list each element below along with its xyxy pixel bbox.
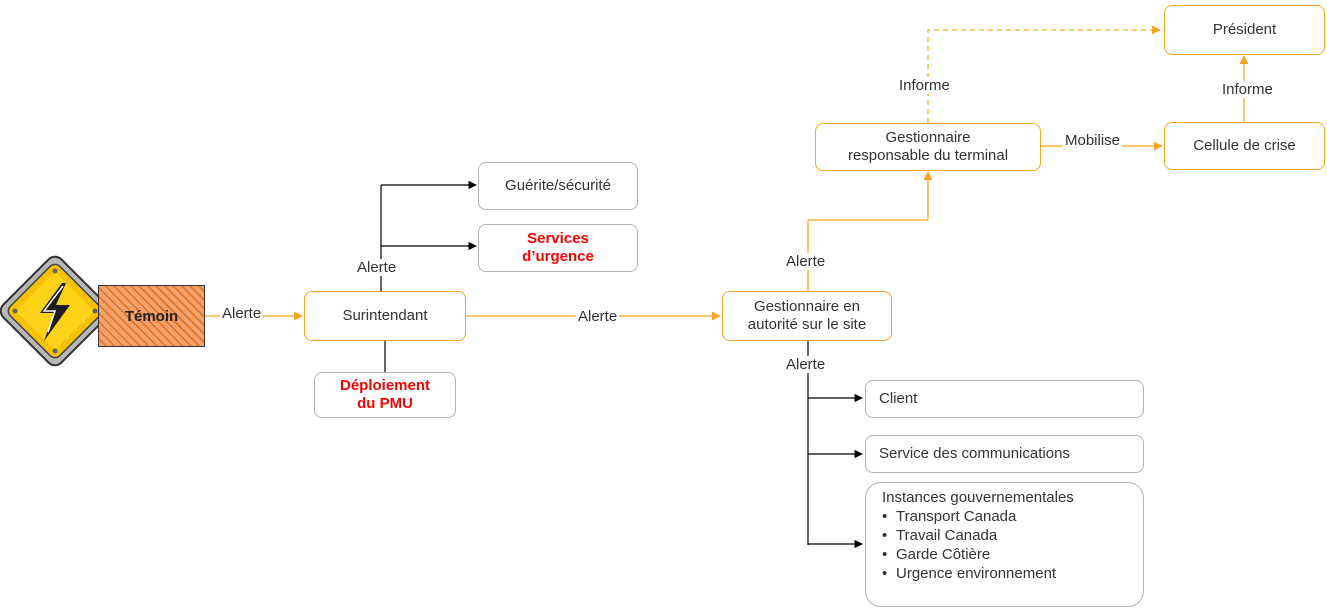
edge-label-terminal-cellule: Mobilise — [1063, 132, 1123, 149]
instances-item: Garde Côtière — [882, 545, 1143, 564]
cellule-crise-box: Cellule de crise — [1164, 122, 1325, 170]
guerite-label: Guérite/sécurité — [505, 177, 611, 194]
temoin-box: Témoin — [98, 285, 205, 347]
client-box: Client — [865, 380, 1144, 418]
deploiement-box: Déploiement du PMU — [314, 372, 456, 418]
edge-label-terminal-president: Informe — [897, 77, 952, 94]
gestionnaire-terminal-box: Gestionnaire responsable du terminal — [815, 123, 1041, 171]
temoin-label: Témoin — [124, 307, 179, 325]
gestionnaire-site-label: Gestionnaire en autorité sur le site — [747, 298, 867, 333]
gestionnaire-terminal-label: Gestionnaire responsable du terminal — [847, 129, 1009, 164]
client-label: Client — [879, 390, 918, 407]
edge-label-gestionnaire-down: Alerte — [784, 356, 828, 373]
edge-label-temoin-surintendant: Alerte — [220, 305, 264, 322]
edge-terminal-president — [927, 25, 1161, 123]
services-urgence-label: Services d’urgence — [522, 230, 594, 265]
deploiement-label: Déploiement du PMU — [339, 377, 430, 412]
president-box: Président — [1164, 5, 1325, 55]
surintendant-label: Surintendant — [342, 307, 428, 324]
instances-item: Transport Canada — [882, 507, 1143, 526]
edge-label-cellule-president: Informe — [1220, 81, 1275, 98]
cellule-crise-label: Cellule de crise — [1193, 137, 1296, 154]
instances-title: Instances gouvernementales — [882, 489, 1074, 506]
service-communications-box: Service des communications — [865, 435, 1144, 473]
edge-label-surintendant-gestionnaire: Alerte — [576, 308, 620, 325]
service-communications-label: Service des communications — [879, 445, 1070, 462]
instances-gouvernementales-box: Instances gouvernementales Transport Can… — [865, 482, 1144, 607]
gestionnaire-site-box: Gestionnaire en autorité sur le site — [722, 291, 892, 341]
president-label: Président — [1212, 21, 1277, 38]
instances-list: Transport Canada Travail Canada Garde Cô… — [882, 507, 1143, 583]
instances-item: Urgence environnement — [882, 564, 1143, 583]
edge-label-surintendant-branch: Alerte — [355, 259, 399, 276]
warning-lightning-icon — [0, 255, 111, 367]
edge-label-gestionnaire-up: Alerte — [784, 253, 828, 270]
instances-item: Travail Canada — [882, 526, 1143, 545]
guerite-box: Guérite/sécurité — [478, 162, 638, 210]
surintendant-box: Surintendant — [304, 291, 466, 341]
services-urgence-box: Services d’urgence — [478, 224, 638, 272]
